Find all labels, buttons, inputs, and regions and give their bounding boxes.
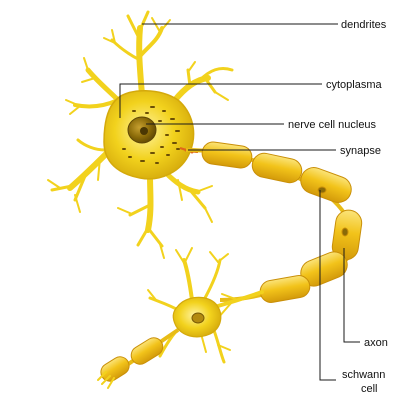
label-synapse: synapse [340, 145, 381, 157]
lower-axon-end [97, 371, 115, 389]
schwann-segment-3 [300, 167, 352, 203]
leader-cytoplasma [119, 83, 322, 118]
leader-axon [343, 248, 360, 343]
myelin-segments [201, 141, 363, 303]
leader-lines [119, 23, 360, 381]
schwann-segment-2 [251, 152, 303, 184]
schwann-segment-1 [201, 141, 253, 169]
label-dendrites: dendrites [341, 19, 387, 31]
lower-myelin [100, 337, 164, 382]
cytoplasm-granules [122, 106, 180, 164]
label-cytoplasma: cytoplasma [326, 79, 383, 91]
upper-dendrites [47, 10, 234, 259]
schwann-segment-6 [259, 275, 311, 303]
label-schwann-line1: schwann [342, 369, 385, 381]
label-axon: axon [364, 337, 388, 349]
label-schwann-line2: cell [361, 383, 378, 395]
upper-soma [103, 90, 199, 180]
label-nucleus: nerve cell nucleus [288, 119, 377, 131]
leader-schwann [319, 190, 336, 381]
lower-nucleus [191, 312, 205, 324]
terminal-fibers [216, 290, 264, 319]
